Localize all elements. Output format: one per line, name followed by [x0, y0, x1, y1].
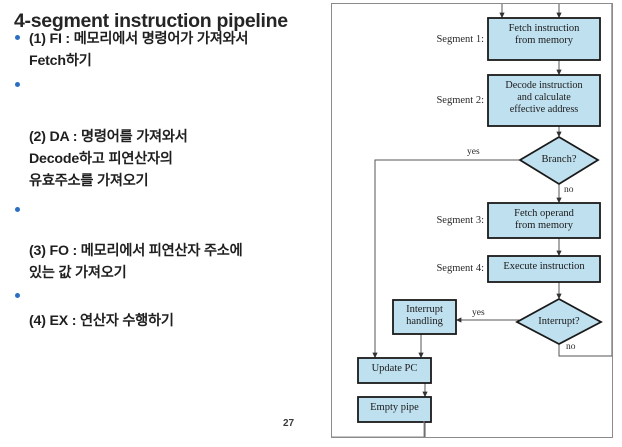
edge-label-interrupt-no: no [566, 342, 576, 352]
bullet-marker-3 [15, 207, 20, 212]
segment-label-4: Segment 4: [436, 263, 484, 274]
bullet-3-line-1: (3) FO : 메모리에서 피연산자 주소에 [29, 243, 243, 259]
edge-branch-yes-to-update-pc [372, 159, 521, 359]
segment-label-2: Segment 2: [436, 95, 484, 106]
node-interrupt-handling-shape [392, 299, 457, 335]
node-fetch-operand-shape [487, 202, 601, 239]
node-decode-instruction-shape [487, 74, 601, 127]
bullet-1-line-1: (1) FI : 메모리에서 명령어가 가져와서 [29, 31, 249, 47]
page-title: 4-segment instruction pipeline [14, 10, 288, 32]
node-fetch-instruction-shape [487, 17, 601, 61]
node-execute-instruction-shape [487, 255, 601, 283]
segment-label-3: Segment 3: [436, 215, 484, 226]
bullet-4-line-1: (4) EX : 연산자 수행하기 [29, 313, 174, 329]
node-interrupt-decision-shape [515, 297, 603, 346]
page-number: 27 [283, 418, 295, 429]
node-update-pc-shape [357, 357, 432, 384]
edge-label-branch-no: no [564, 185, 574, 195]
node-branch-decision-shape [518, 135, 600, 186]
segment-label-1: Segment 1: [436, 34, 484, 45]
bullet-2-line-2: Decode하고 피연산자의 [29, 151, 173, 167]
flowchart-svg [357, 4, 612, 437]
pipeline-flowchart: Segment 1: Segment 2: Segment 3: Segment… [331, 3, 613, 438]
bullet-marker-4 [15, 293, 20, 298]
edge-interrupt-no-loop [558, 4, 612, 357]
bullet-2-line-3: 유효주소를 가져오기 [29, 173, 149, 189]
edge-label-branch-yes: yes [467, 147, 480, 157]
bullet-text-4: (4) EX : 연산자 수행하기 [29, 310, 329, 332]
bullet-2-line-1: (2) DA : 명령어를 가져와서 [29, 129, 188, 145]
bullet-marker-1 [15, 35, 20, 40]
bullet-text-2: (2) DA : 명령어를 가져와서 Decode하고 피연산자의 유효주소를 … [29, 126, 329, 192]
bullet-3-line-2: 있는 값 가져오기 [29, 265, 127, 281]
bullet-1-line-2: Fetch하기 [29, 53, 92, 69]
bullet-text-3: (3) FO : 메모리에서 피연산자 주소에 있는 값 가져오기 [29, 240, 329, 284]
bullet-text-1: (1) FI : 메모리에서 명령어가 가져와서 Fetch하기 [29, 28, 329, 72]
node-empty-pipe-shape [357, 396, 432, 423]
edge-label-interrupt-yes: yes [472, 308, 485, 318]
bullet-marker-2 [15, 82, 20, 87]
